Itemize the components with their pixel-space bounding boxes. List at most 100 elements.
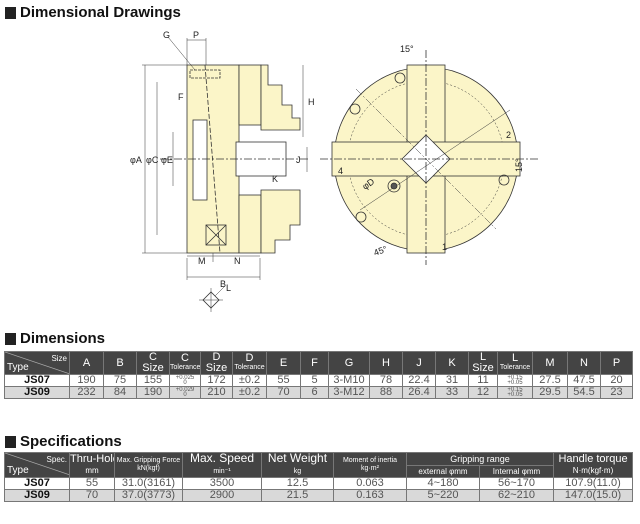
angle-label: 15° — [514, 158, 524, 172]
col-internal: Internal φmm — [478, 465, 555, 478]
cell: 21.5 — [261, 489, 334, 502]
jaw-number: 1 — [442, 242, 447, 252]
cell: 88 — [369, 386, 403, 399]
cell: 62~210 — [478, 489, 555, 502]
svg-text:B: B — [220, 279, 226, 289]
cell: 3-M12 — [328, 386, 370, 399]
table-row: JS09 70 37.0(3773) 2900 21.5 0.163 5~220… — [4, 489, 634, 502]
cell: 11 — [468, 374, 498, 387]
svg-text:P: P — [193, 30, 199, 40]
svg-text:L: L — [226, 283, 231, 293]
cell: 78 — [369, 374, 403, 387]
col-j: J — [402, 351, 436, 375]
cell: ±0.2 — [232, 386, 267, 399]
svg-text:J: J — [296, 155, 301, 165]
cell: 232 — [69, 386, 104, 399]
cell: 37.0(3773) — [114, 489, 183, 502]
dimensional-drawing: G P F H φA φC φE J K M N B L 15° 15° 45°… — [130, 30, 540, 312]
svg-text:φC: φC — [146, 155, 159, 165]
table-row: JS07 55 31.0(3161) 3500 12.5 0.063 4~180… — [4, 477, 634, 490]
front-view — [320, 50, 540, 265]
svg-text:K: K — [272, 174, 278, 184]
square-bullet-icon — [5, 6, 16, 19]
cell: 23 — [600, 386, 633, 399]
cell: 107.9(11.0) — [553, 477, 634, 490]
col-e: E — [266, 351, 301, 375]
cell: 12 — [468, 386, 498, 399]
col-b: B — [103, 351, 137, 375]
svg-text:φA: φA — [130, 155, 142, 165]
col-f: F — [300, 351, 329, 375]
cell: 5~220 — [406, 489, 480, 502]
svg-text:N: N — [234, 256, 241, 266]
cell: 54.5 — [567, 386, 601, 399]
col-m: M — [532, 351, 568, 375]
cell: 75 — [103, 374, 137, 387]
cell: 31.0(3161) — [114, 477, 183, 490]
title-text: Dimensions — [20, 330, 106, 347]
cell: 155 — [136, 374, 170, 387]
cell: 27.5 — [532, 374, 568, 387]
cell: 3500 — [182, 477, 262, 490]
cell: 4~180 — [406, 477, 480, 490]
col-a: A — [69, 351, 104, 375]
cell: 20 — [600, 374, 633, 387]
square-bullet-icon — [5, 435, 16, 448]
cell: 190 — [69, 374, 104, 387]
cell: 55 — [266, 374, 301, 387]
jaw-number: 4 — [338, 166, 343, 176]
cell: 0.063 — [333, 477, 407, 490]
svg-text:M: M — [198, 256, 206, 266]
cell-tolerance: +0.15+0.05 — [497, 386, 533, 399]
col-n: N — [567, 351, 601, 375]
cell: 33 — [435, 386, 469, 399]
cell-type: JS09 — [4, 489, 70, 502]
jaw-number: 2 — [506, 130, 511, 140]
cell: 26.4 — [402, 386, 436, 399]
col-external: external φmm — [406, 465, 480, 478]
angle-label: 15° — [400, 44, 414, 54]
cell: 190 — [136, 386, 170, 399]
cell: 47.5 — [567, 374, 601, 387]
cell: 31 — [435, 374, 469, 387]
corner-header: Spec.Type — [4, 452, 70, 478]
title-text: Dimensional Drawings — [20, 4, 181, 21]
drawing-labels: G P F H φA φC φE J K M N B L — [130, 30, 315, 293]
cell-type: JS07 — [4, 477, 70, 490]
cell: 0.163 — [333, 489, 407, 502]
cell: 6 — [300, 386, 329, 399]
cell: 5 — [300, 374, 329, 387]
cell-type: JS07 — [4, 374, 70, 387]
col-h: H — [369, 351, 403, 375]
cell: 12.5 — [261, 477, 334, 490]
cell: ±0.2 — [232, 374, 267, 387]
section-title-specifications: Specifications — [5, 433, 122, 450]
cell: 56~170 — [478, 477, 555, 490]
col-gripping-range: Gripping range — [405, 451, 555, 467]
cell: 210 — [200, 386, 233, 399]
square-bullet-icon — [5, 332, 16, 345]
svg-text:G: G — [163, 30, 170, 40]
col-g: G — [328, 351, 370, 375]
cell: 55 — [69, 477, 115, 490]
svg-text:H: H — [308, 97, 315, 107]
svg-text:F: F — [178, 92, 184, 102]
section-title-drawings: Dimensional Drawings — [5, 4, 181, 21]
